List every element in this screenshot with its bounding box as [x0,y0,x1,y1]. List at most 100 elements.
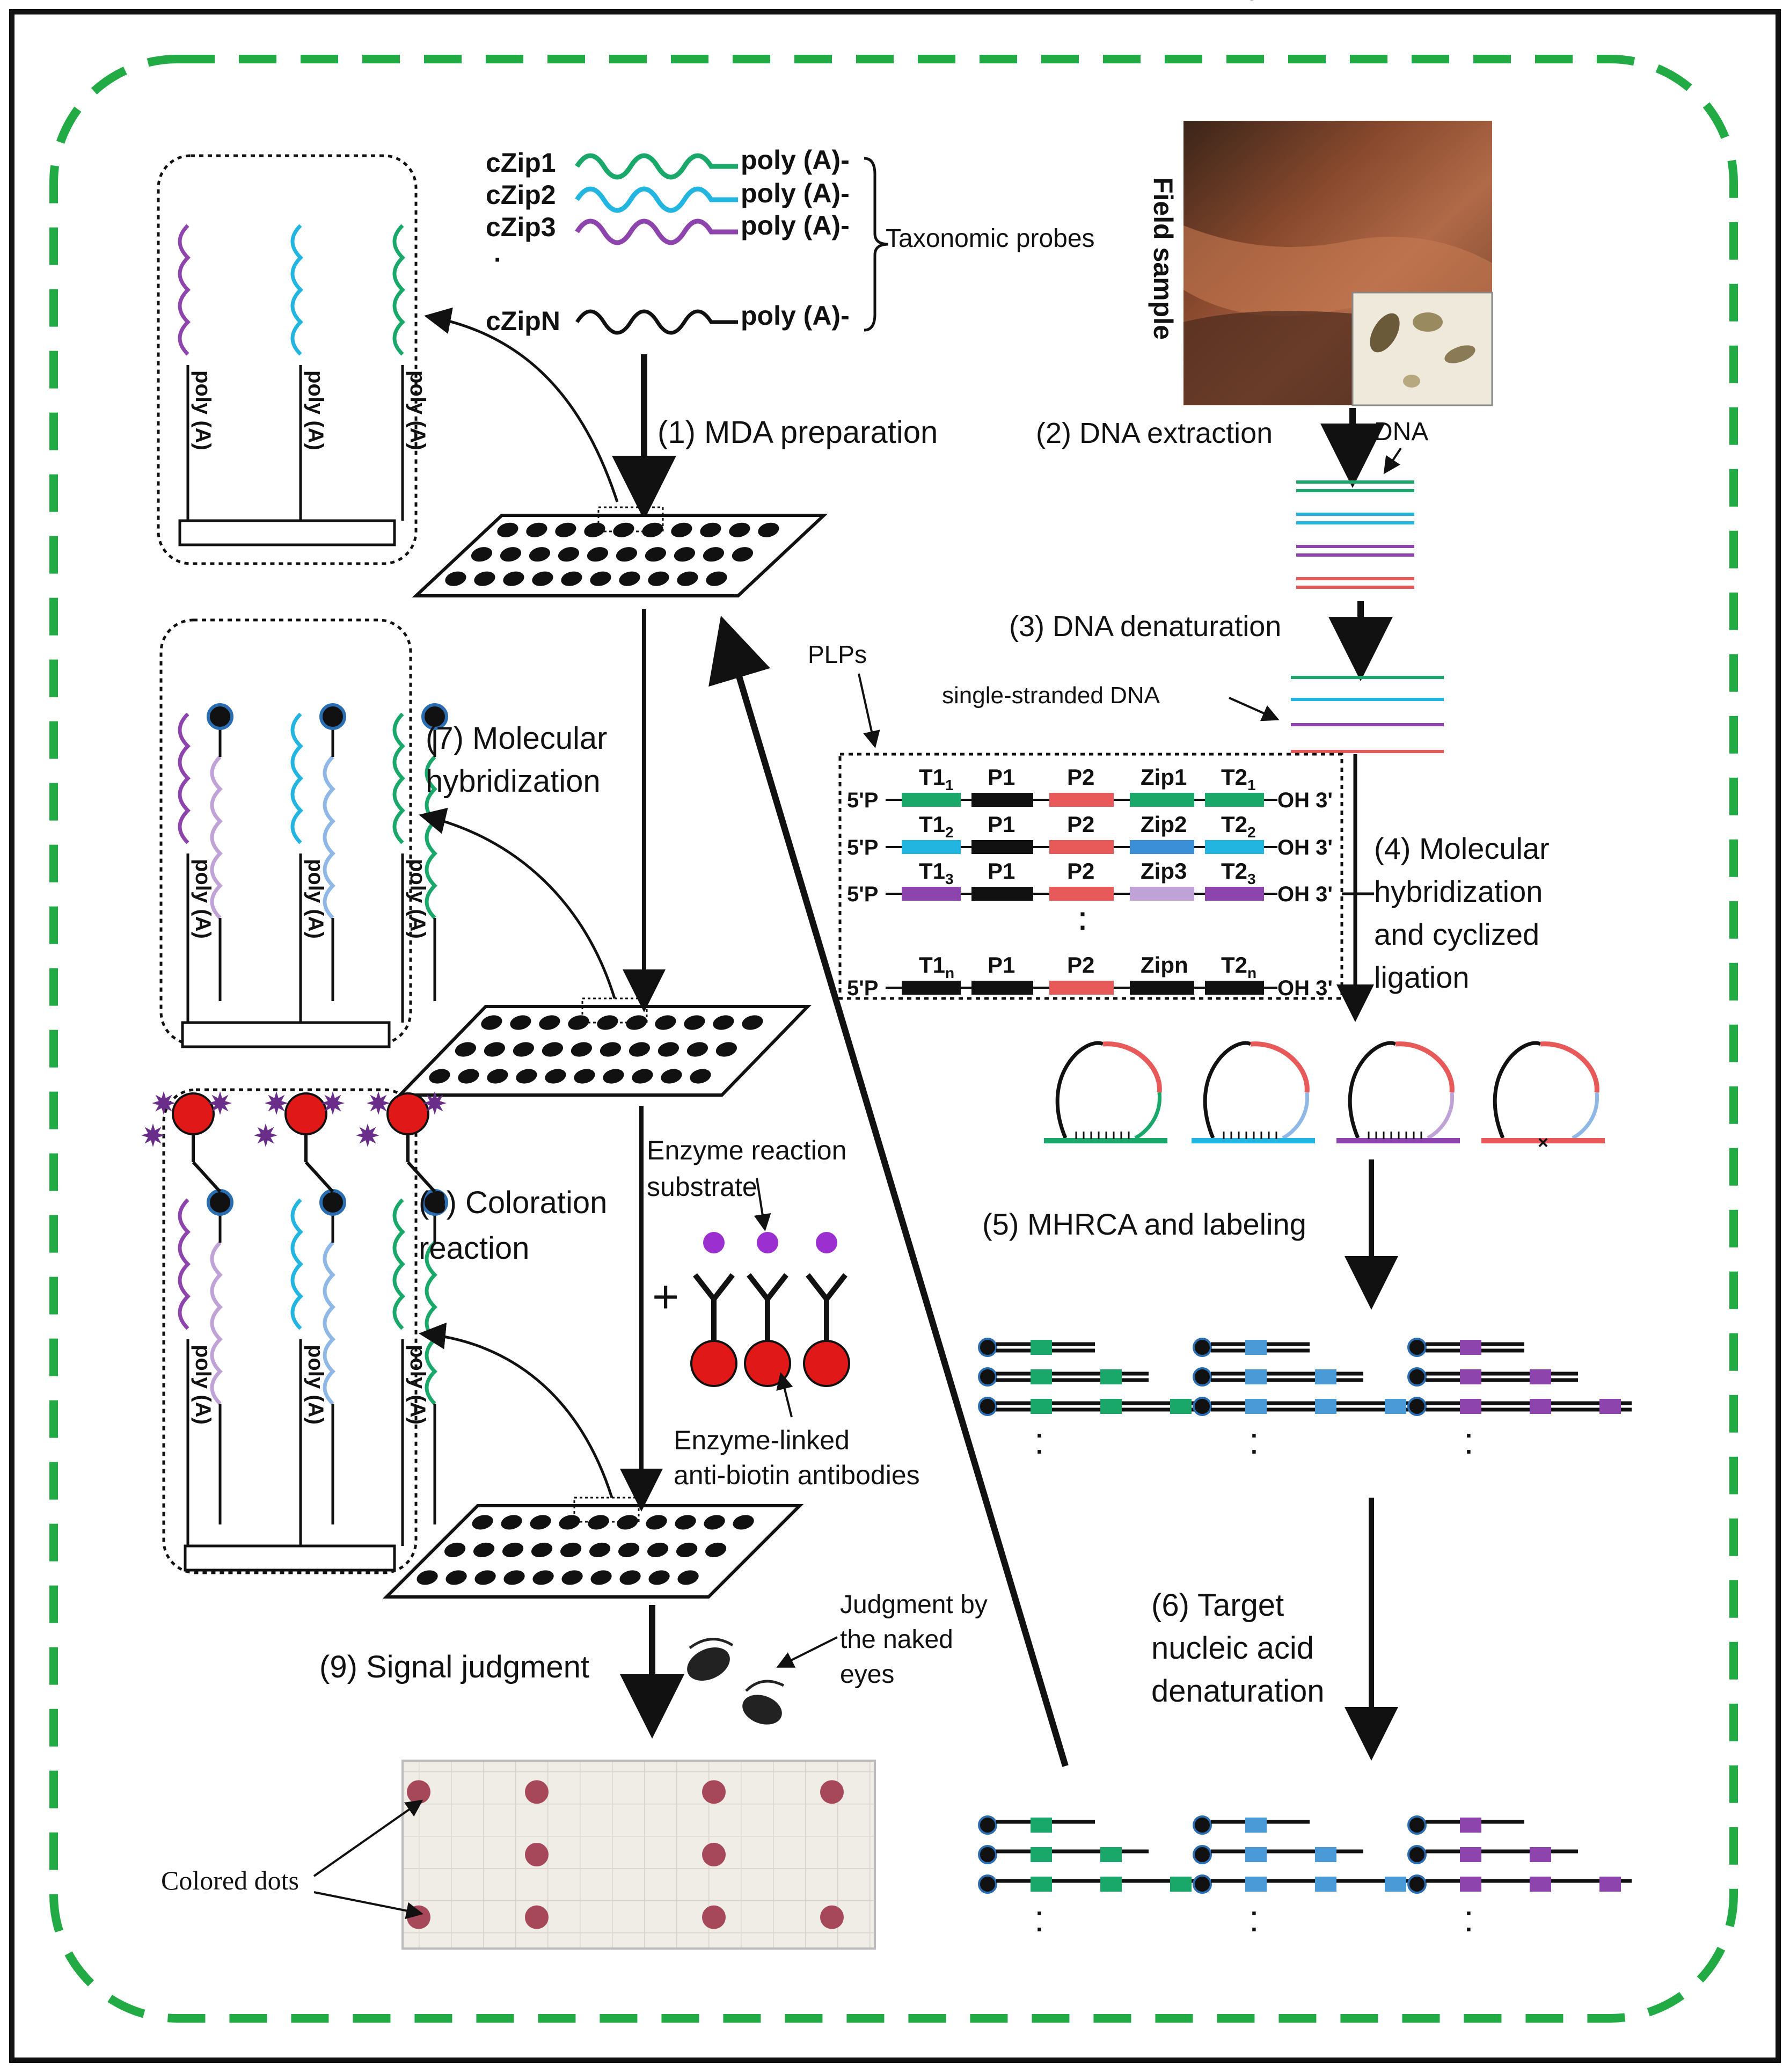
plate-spot [589,1542,611,1558]
denatured-products: d··e··n·· [978,0,1632,1943]
target-wave [210,1241,223,1405]
plp-t2-label: T22 [1221,812,1256,841]
antibody-y [806,1273,847,1304]
zip-repeat [1460,1847,1481,1862]
mhrca-products: m··h··r·· [978,0,1632,1465]
plate-spot [587,547,609,562]
plp-t1-subscript: 3 [945,871,954,887]
arrow-return-to-plate [708,616,1069,1767]
plate-spot [417,1570,438,1585]
plate-spot [655,1015,676,1030]
enzyme-substrate-line-2: substrate [647,1172,757,1202]
plp-zip-label: Zip1 [1141,764,1187,790]
probe-wave [392,712,405,844]
plp-oh-label: OH 3' [1277,976,1333,1000]
antibody-arm [304,1161,334,1193]
target-wave [210,755,223,920]
zip-repeat [1599,1877,1621,1892]
plate-spot [474,571,495,586]
biotin-bead [207,1189,233,1216]
plp-t2-label: T21 [1221,764,1256,793]
biotin-bead [978,1845,997,1864]
plate-spot [503,571,524,586]
field-sample-photo: Field sample [1148,121,1493,406]
undefined-ellipsis: · [1251,1421,1259,1449]
undefined-ellipsis: · [1036,1915,1044,1943]
biotin-bead [978,1815,997,1835]
product-star [367,1091,390,1115]
plate-spot [648,571,669,586]
plate-spot [704,1515,725,1530]
plp-t1-label: T13 [919,858,954,887]
ligated-circle [1192,1041,1315,1143]
zip-repeat [1245,1399,1267,1414]
plate-spot [647,1542,669,1558]
plate-zoom-region [597,506,664,532]
biotin-bead [978,1874,997,1894]
zip-repeat [1599,1399,1621,1414]
step-7-line-2: hybridization [426,764,601,799]
zip-repeat [1100,1369,1122,1384]
plate-3 [382,1497,804,1599]
plp-p1-label: P1 [988,858,1015,884]
plate-spot [729,522,750,537]
circle-arm-red [1395,1041,1455,1093]
step-6-line-2: nucleic acid [1151,1631,1314,1666]
plp-ellipsis: · [1079,913,1088,943]
antibody [690,1232,737,1387]
plate-spot [501,1515,522,1530]
poly-a-label: poly (A) [304,370,327,450]
plate-spot [429,1069,450,1084]
plate-spot [684,1015,705,1030]
plate-spot [473,1542,495,1558]
dashed-border [49,55,1738,2023]
plp-t2-subscript: 1 [1247,777,1256,793]
undefined-zip-label: e [1245,0,1258,5]
probe-wave [290,712,303,844]
double-stranded-dna [1296,480,1414,589]
zoom-arrow-1 [424,307,619,502]
mismatch-mark: × [1538,1133,1548,1153]
plate-spot [590,571,611,586]
probe-wave [392,224,405,356]
zip-repeat [1245,1340,1267,1355]
plate-spot [502,1542,524,1558]
plp-t1-subscript: n [945,965,954,981]
plate-spot [706,571,727,586]
biotin-bead [1193,1845,1212,1864]
plate-spot [700,522,721,537]
step-3-label: (3) DNA denaturation [1009,610,1281,643]
plate-spot [645,547,667,562]
poly-a-tail-2: poly (A)- [741,178,850,208]
zoom-arrow-3 [419,1322,613,1498]
plp-zip-label: Zipn [1141,952,1188,977]
plate-spot [445,1570,467,1585]
plate-spot [677,571,698,586]
biotin-bead [1193,1397,1212,1416]
plp-t2-subscript: 2 [1247,824,1256,841]
inset-2: poly (A)poly (A)poly (A) [159,618,448,1048]
plp-oh-label: OH 3' [1277,836,1333,859]
step-1-label: (1) MDA preparation [657,415,938,450]
inset-1: poly (A)poly (A)poly (A) [157,154,429,565]
colored-dot [525,1905,549,1929]
step-2-label: (2) DNA extraction [1036,417,1273,449]
step-9-label: (9) Signal judgment [319,1650,589,1684]
plate-spot [686,1042,708,1057]
plp-p1-label: P1 [988,812,1015,837]
biotin-bead [1407,1874,1427,1894]
plate-spot [676,1542,698,1558]
plate-spot [568,1015,589,1030]
circle-arm-black [1493,1041,1541,1139]
biotin-bead [1407,1367,1427,1387]
probe-wave [290,224,303,356]
biotin-bead [1193,1874,1212,1894]
zip-repeat [1100,1399,1122,1414]
dots-pointer-arrow-1 [313,1799,423,1877]
undefined-ellipsis: · [1036,1438,1044,1465]
plate-spot [588,1515,609,1530]
zip-repeat [1245,1877,1267,1892]
naked-eye-line-3: eyes [840,1660,894,1689]
antibodies-line-1: Enzyme-linked [674,1425,850,1455]
